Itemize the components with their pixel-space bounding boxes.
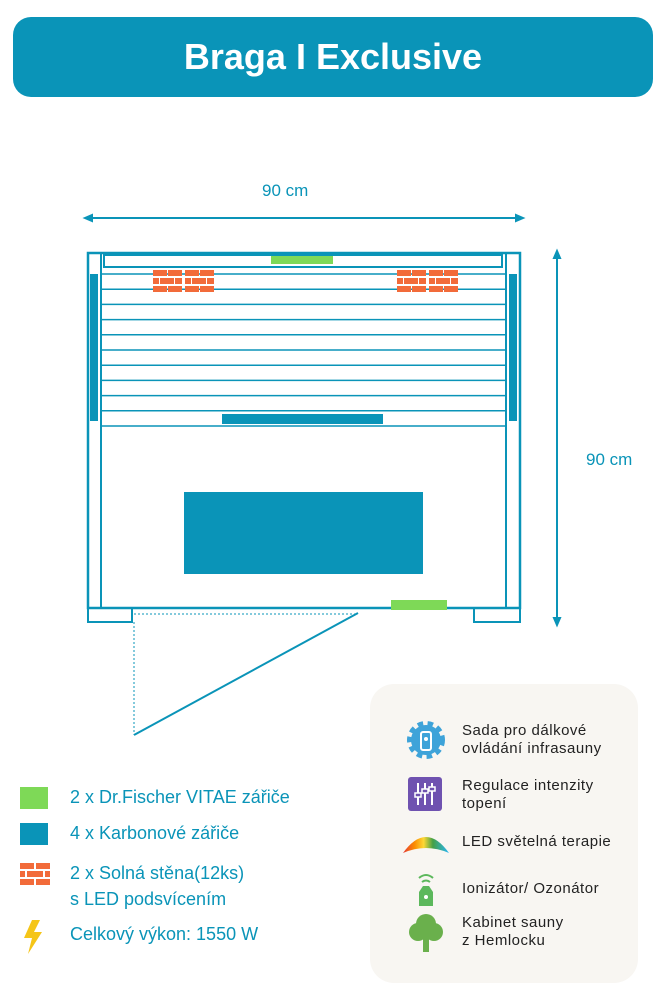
green-heater-swatch <box>20 787 48 809</box>
legend-label: Celkový výkon: 1550 W <box>70 924 259 944</box>
feature-label: ovládání infrasauny <box>462 740 602 757</box>
depth-label: 90 cm <box>586 450 633 469</box>
feature-label: z Hemlocku <box>462 932 546 949</box>
legend-item: 2 x Solná stěna(12ks) s LED podsvícením <box>20 860 244 912</box>
feature-label: topení <box>462 795 507 812</box>
salt-wall-brick <box>429 270 458 292</box>
width-label: 90 cm <box>262 181 309 200</box>
cabin-outline <box>86 251 522 610</box>
feature-item: LED světelná terapie <box>403 822 612 862</box>
brick-icon <box>20 863 50 885</box>
vitae-heater-door <box>391 600 447 610</box>
door <box>133 612 359 736</box>
salt-wall-brick <box>153 270 182 292</box>
tree-icon <box>406 912 446 952</box>
legend-label: 4 x Karbonové zářiče <box>70 823 240 843</box>
feature-label: Sada pro dálkové <box>462 722 587 739</box>
teal-heater-swatch <box>20 823 48 845</box>
feature-item: Ionizátor/ Ozonátor <box>406 869 599 909</box>
legend-label: 2 x Dr.Fischer VITAE zářiče <box>70 787 290 807</box>
sliders-icon <box>406 775 446 815</box>
legend-item: 2 x Dr.Fischer VITAE zářiče <box>20 787 290 809</box>
feature-label: Kabinet sauny <box>462 914 564 931</box>
remote-gear-icon <box>406 720 446 760</box>
feature-label: LED světelná terapie <box>462 833 612 850</box>
rainbow-icon <box>402 822 450 862</box>
carbon-heater-bench <box>222 414 383 424</box>
carbon-heater-right <box>509 274 517 421</box>
feature-label: Regulace intenzity <box>462 777 594 794</box>
legend-label: s LED podsvícením <box>70 889 227 909</box>
legend-label: 2 x Solná stěna(12ks) <box>70 863 245 883</box>
salt-wall-brick <box>397 270 426 292</box>
legend-item: 4 x Karbonové zářiče <box>20 823 239 845</box>
ionizer-icon <box>406 869 446 909</box>
salt-wall-brick <box>185 270 214 292</box>
carbon-heater-left <box>90 274 98 421</box>
lightning-icon <box>20 920 48 954</box>
page-title: Braga I Exclusive <box>13 17 653 97</box>
feature-label: Ionizátor/ Ozonátor <box>462 880 600 897</box>
carbon-heater-floor <box>184 492 423 574</box>
legend-item: Celkový výkon: 1550 W <box>20 920 259 954</box>
vitae-heater-top <box>271 256 333 264</box>
